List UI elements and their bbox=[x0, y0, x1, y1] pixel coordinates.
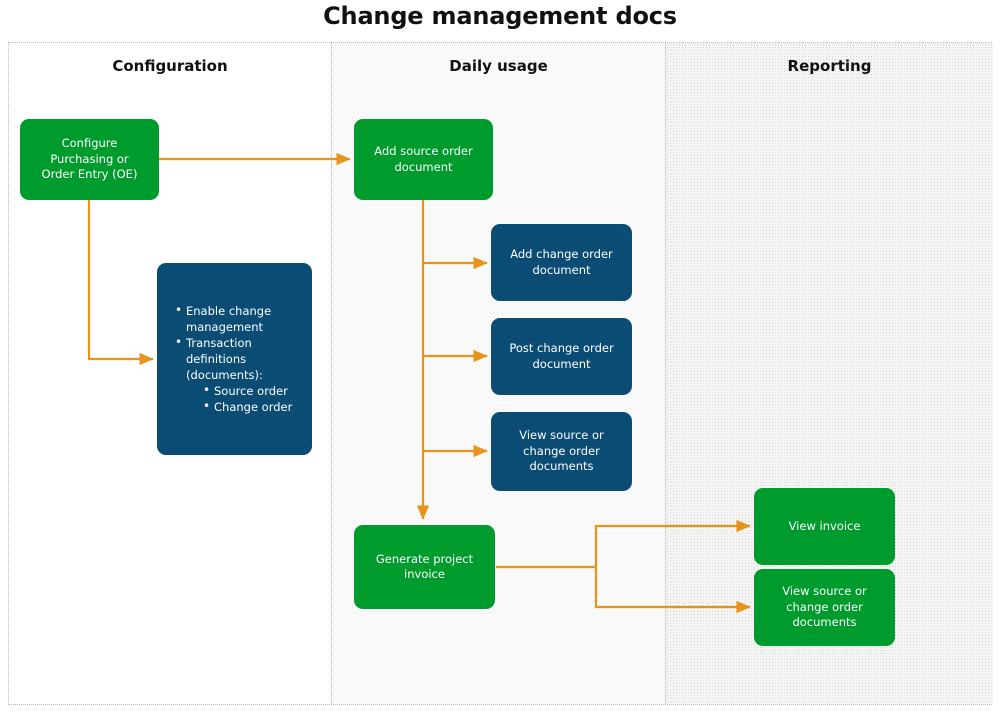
node-configure-purchasing-label: Configure Purchasing or Order Entry (OE) bbox=[42, 136, 138, 183]
bullet-subtext: Change order bbox=[214, 400, 293, 414]
bullet-subitem: Source order bbox=[201, 382, 303, 399]
node-enable-change-management[interactable]: Enable change management Transaction def… bbox=[157, 263, 312, 455]
node-add-source-order-document[interactable]: Add source order document bbox=[354, 119, 493, 200]
node-label: View invoice bbox=[788, 518, 861, 533]
node-generate-project-invoice[interactable]: Generate project invoice bbox=[354, 525, 495, 609]
bullet-subitem: Change order bbox=[201, 398, 303, 415]
node-configure-purchasing[interactable]: Configure Purchasing or Order Entry (OE) bbox=[20, 119, 159, 200]
lane-header-configuration: Configuration bbox=[112, 57, 228, 75]
bullet-text: Transaction definitions (documents): bbox=[186, 336, 263, 382]
bullet-item: Enable change management bbox=[173, 302, 303, 335]
node-post-change-order-document[interactable]: Post change order document bbox=[491, 318, 632, 395]
node-line-1: Configure bbox=[61, 136, 118, 151]
node-add-change-order-document[interactable]: Add change order document bbox=[491, 224, 632, 301]
node-label: Post change order document bbox=[509, 341, 614, 371]
node-view-source-or-change-order-documents-daily[interactable]: View source or change order documents bbox=[491, 412, 632, 491]
bullet-subtext: Source order bbox=[214, 384, 288, 398]
node-label: Add change order document bbox=[510, 247, 613, 277]
node-label: View source or change order documents bbox=[782, 584, 867, 630]
lane-header-reporting: Reporting bbox=[787, 57, 872, 75]
node-line-2: Purchasing or bbox=[50, 151, 129, 166]
bullet-list: Enable change management Transaction def… bbox=[173, 302, 303, 415]
bullet-item: Transaction definitions (documents): Sou… bbox=[173, 334, 303, 415]
node-view-source-or-change-order-documents-reporting[interactable]: View source or change order documents bbox=[754, 569, 895, 646]
node-view-invoice[interactable]: View invoice bbox=[754, 488, 895, 565]
node-label: View source or change order documents bbox=[519, 428, 604, 474]
node-line-3: Order Entry (OE) bbox=[41, 167, 138, 182]
page-title: Change management docs bbox=[323, 2, 677, 30]
node-label: Generate project invoice bbox=[375, 551, 474, 582]
bullet-text: Enable change management bbox=[186, 304, 272, 334]
lane-header-daily-usage: Daily usage bbox=[449, 57, 548, 75]
node-label: Add source order document bbox=[374, 144, 473, 174]
bullet-sublist: Source order Change order bbox=[201, 382, 303, 415]
node-enable-change-management-bullets: Enable change management Transaction def… bbox=[173, 302, 303, 415]
